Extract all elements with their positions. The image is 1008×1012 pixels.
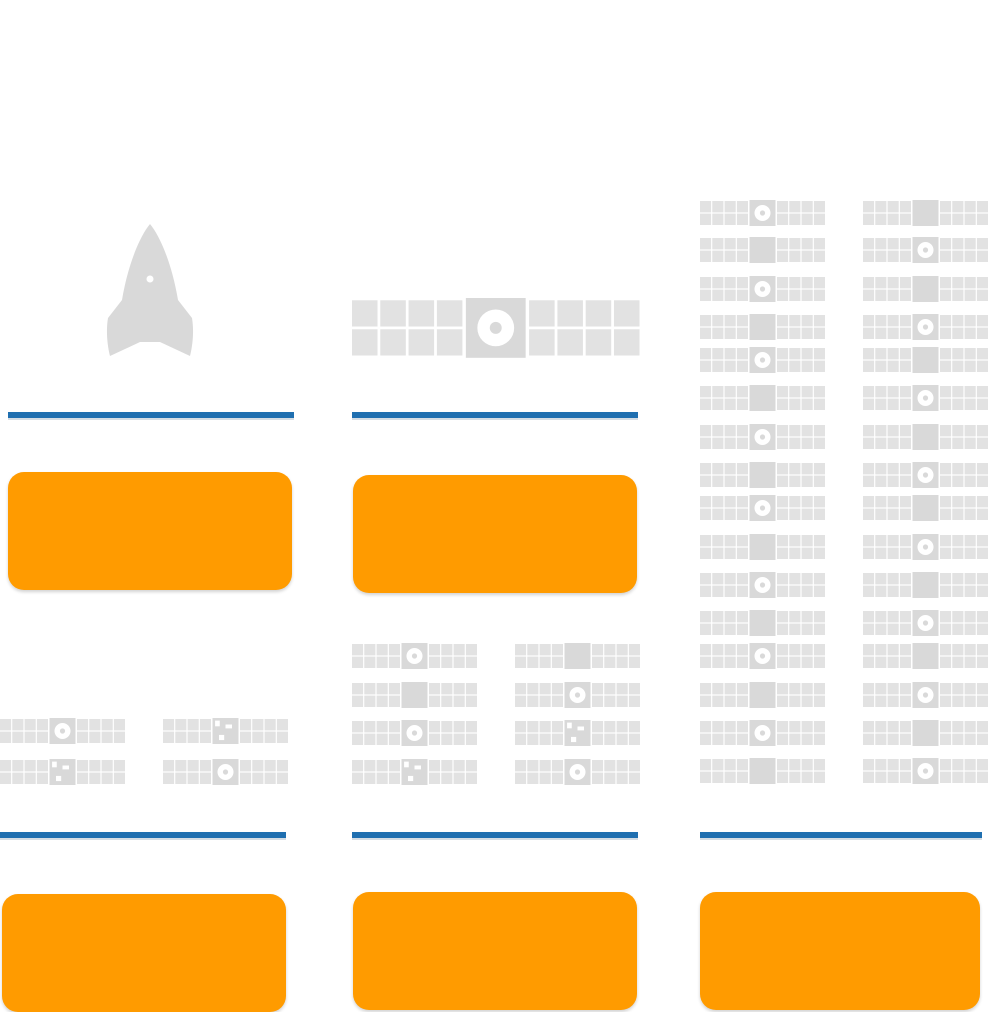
satellite-icon [863,495,988,521]
divider-bar [8,412,294,418]
divider-panel-2 [352,412,638,420]
satellite-icon [352,720,477,746]
satellite-icon [863,610,988,636]
damaged-satellite-icon [163,718,288,744]
satellite-icon [863,643,988,669]
damaged-satellite-icon [0,759,125,785]
satellite-icon [700,237,825,263]
satellite-icon [700,720,825,746]
satellite-icon [700,276,825,302]
card-panel-2 [353,475,637,593]
satellite-icon [863,462,988,488]
satellite-icon [863,758,988,784]
divider-bar [352,832,638,838]
satellite-icon [863,682,988,708]
satellite-icon [863,200,988,226]
satellite-icon [352,682,477,708]
damaged-satellite-icon [515,720,640,746]
satellite-icon [700,462,825,488]
divider-panel-3 [700,832,982,840]
card-panel-1 [8,472,292,590]
satellite-icon [700,643,825,669]
satellite-icon [863,572,988,598]
satellite-icon [700,347,825,373]
satellite-icon [515,759,640,785]
satellite-icon [863,534,988,560]
satellite-icon [863,314,988,340]
divider-bar [0,832,286,838]
satellite-icon [863,347,988,373]
satellite-icon [700,758,825,784]
divider-panel-4 [0,832,286,840]
satellite-icon [352,298,640,358]
satellite-icon [352,643,477,669]
satellite-icon [700,200,825,226]
satellite-icon [863,276,988,302]
divider-bar [700,832,982,838]
satellite-icon [863,720,988,746]
divider-panel-1 [8,412,294,420]
satellite-icon [515,643,640,669]
satellite-icon [700,682,825,708]
satellite-icon [700,314,825,340]
icons-layer [0,200,988,785]
satellite-icon [863,385,988,411]
card-panel-3 [700,892,980,1010]
satellite-icon [700,572,825,598]
damaged-satellite-icon [352,759,477,785]
satellite-icon [0,718,125,744]
satellite-icon [163,759,288,785]
satellite-icon [863,237,988,263]
card-panel-4 [2,894,286,1012]
satellite-icon [700,424,825,450]
satellite-icon [700,534,825,560]
divider-bar [352,412,638,418]
divider-panel-5 [352,832,638,840]
rocket-icon [106,224,194,356]
card-panel-5 [353,892,637,1010]
satellite-icon [700,385,825,411]
satellite-icon [700,495,825,521]
satellite-icon [700,610,825,636]
satellite-icon [863,424,988,450]
satellite-icon [515,682,640,708]
